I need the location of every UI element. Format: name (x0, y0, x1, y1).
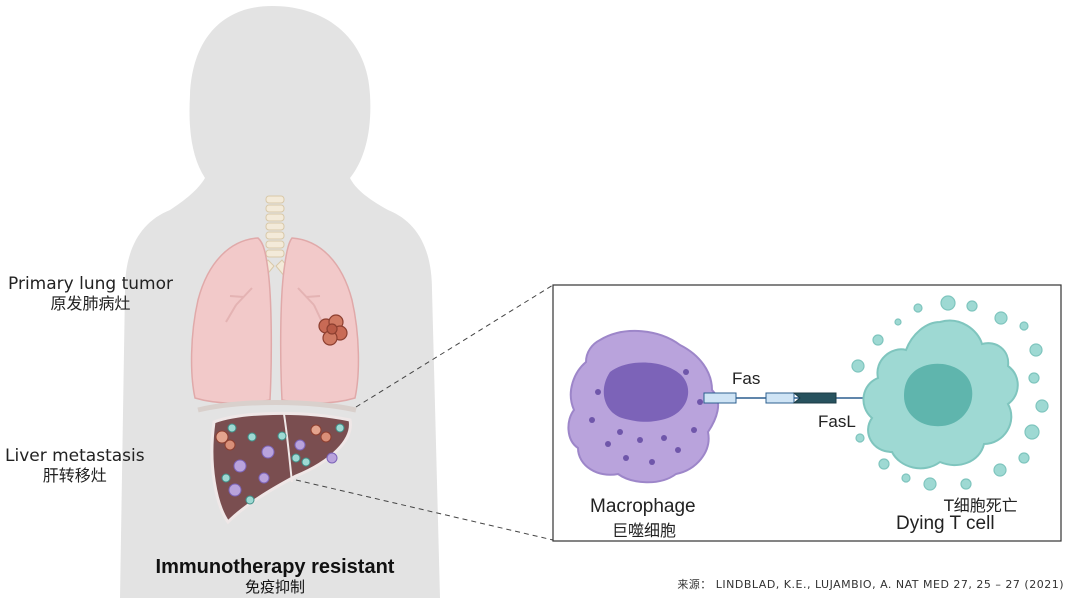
liver-metastasis-cn: 肝转移灶 (42, 466, 107, 485)
source-citation: 来源： LINDBLAD, K.E., LUJAMBIO, A. NAT MED… (677, 578, 1064, 591)
t-cell-label-cn: T细胞死亡 (944, 496, 1018, 515)
macrophage-granules (589, 369, 703, 465)
primary-lung-tumor-cn: 原发肺病灶 (50, 294, 131, 313)
liver-metastasis-en: Liver metastasis (5, 446, 145, 466)
macrophage-nucleus (603, 362, 689, 422)
macrophage-label-cn: 巨噬细胞 (612, 521, 677, 540)
t-cell-label-en: Dying T cell (896, 513, 995, 534)
liver-tumor-cluster (215, 424, 332, 451)
body-silhouette (120, 6, 440, 598)
immunotherapy-caption: Immunotherapy resistant 免疫抑制 (100, 556, 450, 596)
fas-receptor-segment (765, 392, 795, 404)
primary-lung-tumor-en: Primary lung tumor (8, 274, 173, 294)
liver-t-cells (221, 423, 345, 505)
fas-fasl-complex (703, 392, 876, 404)
connector-line-top (355, 284, 554, 408)
liver-macrophages (228, 439, 338, 497)
diaphragm (197, 400, 357, 413)
immunotherapy-caption-sub: 免疫抑制 (244, 578, 305, 596)
fas-label: Fas (732, 369, 761, 388)
fas-receptor (703, 392, 737, 404)
connector-line-bottom (295, 479, 554, 541)
liver (210, 411, 352, 525)
t-cell-nucleus (904, 363, 973, 427)
bronchi (225, 287, 323, 323)
liver-metastasis-label: Liver metastasis 肝转移灶 (5, 446, 145, 486)
primary-lung-tumor-label: Primary lung tumor 原发肺病灶 (8, 274, 173, 314)
primary-lung-tumor (318, 314, 348, 346)
immunotherapy-caption-main: Immunotherapy resistant (155, 556, 395, 578)
liver-ligament (283, 413, 293, 483)
macrophage-label-en: Macrophage (590, 496, 696, 517)
fasl-ligand (792, 392, 837, 404)
fasl-label: FasL (818, 412, 856, 431)
apoptotic-blebs (851, 295, 1049, 491)
